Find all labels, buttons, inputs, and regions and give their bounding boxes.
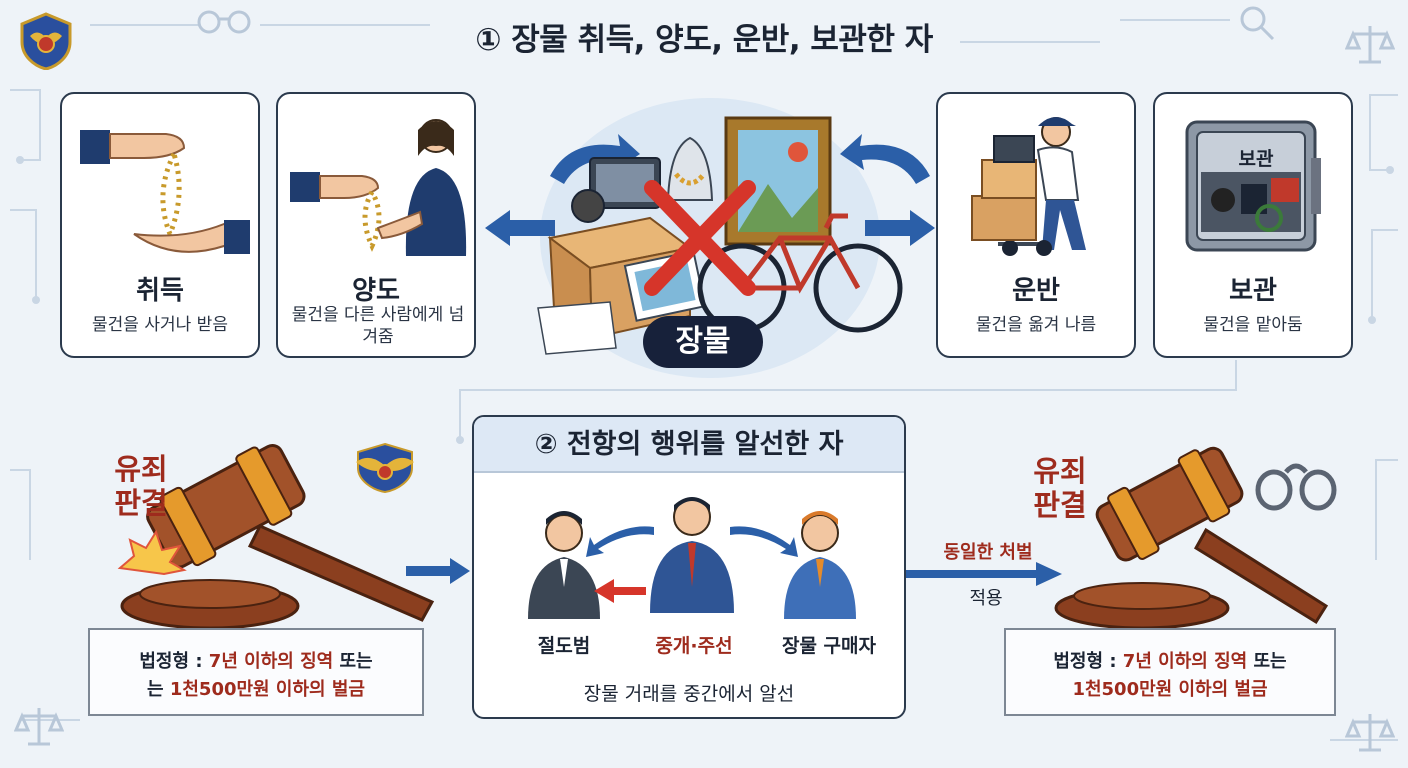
gavel-right-icon (1054, 446, 1329, 630)
card-transport-label: 운반 (1012, 276, 1060, 306)
penalty-left-prefix: 법정형 : (139, 651, 209, 672)
brokering-people-illustration (528, 497, 856, 619)
card-acquire: 취득 물건을 사거나 받음 (60, 92, 260, 358)
person-thief-label: 절도범 (537, 635, 591, 657)
card-acquire-desc: 물건을 사거나 받음 (92, 315, 228, 335)
verdict-left: 유죄 판결 (96, 452, 186, 520)
verdict-right-line1: 유죄 (1033, 454, 1087, 488)
section-brokering: ② 전항의 행위를 알선한 자 절도범 중개·주선 장물 구매자 장물 거래를 … (472, 415, 906, 719)
same-penalty-label: 동일한 처벌 (943, 542, 1033, 563)
penalty-left-fine: 1천500만원 이하의 벌금 (169, 679, 365, 700)
penalty-left-line2: 는 1천500만원 이하의 벌금 (90, 676, 422, 704)
penalty-left-head2: 는 (147, 679, 170, 700)
card-transfer-desc: 물건을 다른 사람에게 넘겨줌 (291, 305, 465, 347)
verdict-left-line1: 유죄 (114, 452, 168, 486)
police-emblem-icon (20, 12, 72, 70)
scales-icon-bottom-left (14, 708, 64, 746)
section-brokering-caption: 장물 거래를 중간에서 알선 (583, 683, 795, 705)
card-store-desc: 물건을 맡아둠 (1203, 315, 1303, 335)
card-store: 보관 보관 물건을 맡아둠 (1153, 92, 1353, 358)
penalty-right-or: 또는 (1247, 651, 1287, 672)
handing-necklace-icon (80, 130, 250, 254)
penalty-left-prison: 7년 이하의 징역 (208, 651, 334, 672)
card-store-label: 보관 (1229, 276, 1277, 306)
penalty-right-line1: 법정형 : 7년 이하의 징역 또는 (1006, 648, 1334, 676)
penalty-left-or: 또는 (333, 651, 373, 672)
penalty-right-prefix: 법정형 : (1053, 651, 1123, 672)
police-emblem-small-icon (356, 442, 414, 494)
person-broker-label: 중개·주선 (655, 635, 733, 657)
gavel-left-icon (117, 443, 435, 630)
penalty-right-prison: 7년 이하의 징역 (1122, 651, 1248, 672)
safe-icon (1185, 120, 1321, 252)
stolen-goods-badge: 장물 (643, 316, 763, 368)
penalty-left-line1: 법정형 : 7년 이하의 징역 또는 (90, 648, 422, 676)
same-penalty-arrow-icon (906, 562, 1062, 586)
stolen-goods-illustration (485, 98, 935, 378)
same-penalty-apply: 적용 (969, 588, 1003, 609)
page-title: ① 장물 취득, 양도, 운반, 보관한 자 (475, 22, 933, 58)
penalty-scroll-right: 법정형 : 7년 이하의 징역 또는 1천500만원 이하의 벌금 (1004, 628, 1336, 716)
penalty-right-fine: 1천500만원 이하의 벌금 (1072, 679, 1268, 700)
card-transfer-label: 양도 (352, 276, 400, 306)
scales-icon-bottom-right (1345, 714, 1395, 752)
magnifier-icon (1240, 6, 1275, 41)
person-buyer-label: 장물 구매자 (781, 635, 876, 657)
penalty-right-line2: 1천500만원 이하의 벌금 (1006, 676, 1334, 704)
handcuffs-icon (197, 10, 251, 34)
safe-label: 보관 (1238, 148, 1274, 170)
handcuffs-right-icon (1255, 463, 1337, 511)
card-transport-desc: 물건을 옮겨 나름 (975, 315, 1097, 335)
arrow-to-section2-icon (406, 558, 470, 584)
card-acquire-label: 취득 (136, 276, 184, 306)
card-transfer: 양도 물건을 다른 사람에게 넘겨줌 (276, 92, 476, 358)
penalty-scroll-left: 법정형 : 7년 이하의 징역 또는 는 1천500만원 이하의 벌금 (88, 628, 424, 716)
transfer-person-icon (290, 119, 467, 256)
scales-icon-top-right (1345, 26, 1395, 64)
delivery-person-icon (971, 117, 1086, 256)
section-brokering-title: ② 전항의 행위를 알선한 자 (474, 417, 904, 473)
verdict-left-line2: 판결 (114, 486, 168, 520)
card-transport: 운반 물건을 옮겨 나름 (936, 92, 1136, 358)
verdict-right: 유죄 판결 (1010, 454, 1110, 522)
verdict-right-line2: 판결 (1033, 488, 1087, 522)
